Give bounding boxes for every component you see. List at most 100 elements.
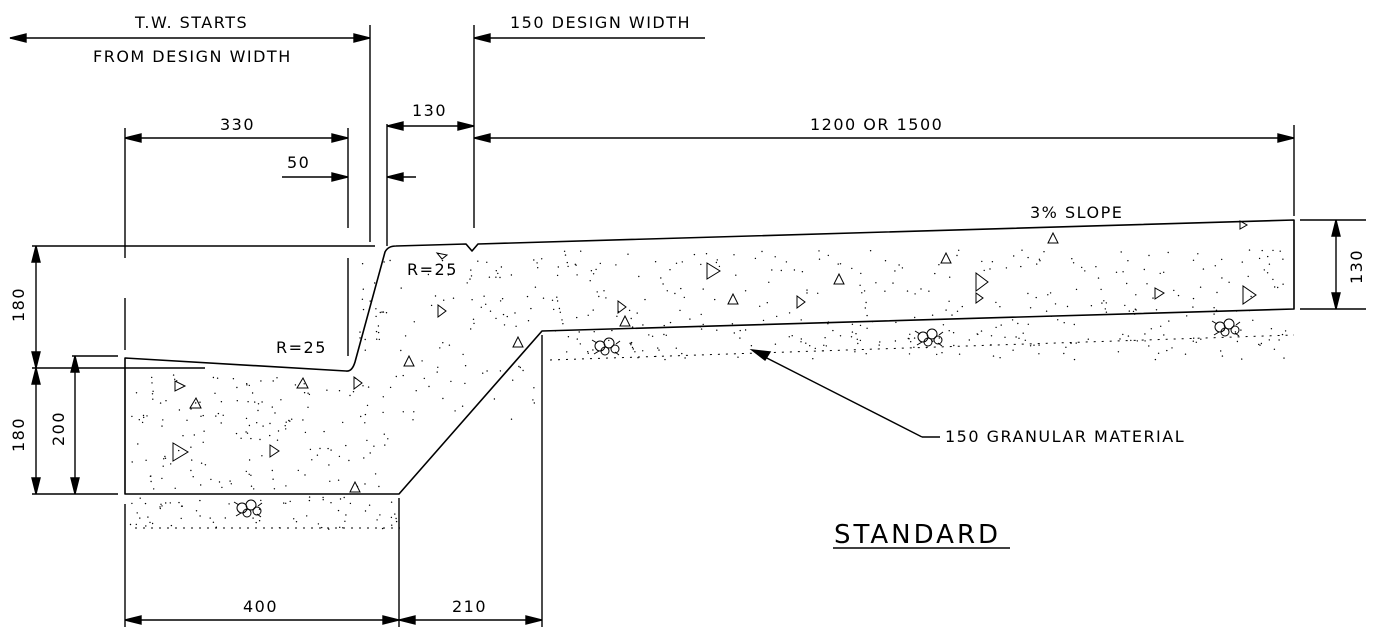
stipple-dot [551, 299, 554, 301]
stipple-dot [785, 261, 788, 263]
stipple-dot [1070, 342, 1072, 345]
stipple-dot [1193, 337, 1195, 339]
stipple-dot [851, 323, 854, 325]
stipple-dot [1146, 283, 1148, 285]
stipple-dot [303, 392, 306, 394]
stipple-dot [556, 300, 559, 302]
stipple-dot [1152, 297, 1154, 299]
stipple-dot [995, 301, 997, 304]
stipple-dot [143, 416, 145, 419]
stipple-dot [700, 263, 702, 266]
stipple-dot [394, 513, 396, 515]
stipple-dot [651, 335, 654, 337]
stipple-dot [1043, 251, 1045, 253]
stipple-dot [462, 353, 464, 356]
stipple-dot [258, 520, 261, 522]
stipple-dot [255, 521, 257, 524]
stipple-dot [1135, 294, 1137, 296]
stipple-dot [705, 253, 708, 255]
stipple-dot [289, 500, 291, 503]
stipple-dot [190, 446, 192, 448]
stipple-dot [689, 318, 691, 320]
stipple-dot [608, 339, 610, 342]
stipple-dot [1035, 296, 1037, 299]
stipple-dot [776, 315, 778, 318]
stipple-dot [483, 295, 485, 297]
stipple-dot [228, 503, 230, 505]
stipple-dot [587, 352, 589, 354]
stipple-dot [139, 517, 141, 519]
stipple-dot [202, 414, 204, 417]
stipple-dot [1013, 255, 1015, 257]
stipple-dot [169, 502, 171, 504]
stipple-dot [578, 331, 580, 333]
stipple-dot [245, 470, 247, 473]
dimension-130-top: 130 [412, 101, 447, 120]
stipple-dot [375, 308, 377, 310]
stipple-dot [991, 261, 994, 263]
stipple-dot [149, 521, 151, 524]
stipple-dot [1057, 319, 1059, 321]
stipple-dot [150, 480, 152, 483]
stipple-dot [323, 430, 325, 433]
tw-starts-line2: FROM DESIGN WIDTH [93, 47, 292, 66]
stipple-dot [338, 455, 341, 458]
stipple-dot [382, 411, 384, 414]
stipple-dot [1163, 271, 1165, 273]
stipple-dot [628, 309, 631, 312]
stipple-dot [257, 403, 260, 405]
stipple-dot [497, 272, 499, 275]
stipple-dot [869, 250, 872, 252]
stipple-dot [362, 308, 365, 311]
stipple-dot [138, 419, 140, 421]
stipple-dot [257, 409, 259, 412]
stipple-dot [562, 323, 564, 325]
stipple-dot [329, 480, 331, 482]
stipple-dot [359, 337, 361, 339]
stipple-dot [983, 269, 985, 272]
stipple-dot [1128, 310, 1131, 312]
stipple-dot [665, 334, 667, 336]
stipple-dot [1284, 330, 1287, 332]
stipple-dot [349, 394, 351, 397]
stipple-dot [558, 307, 561, 310]
stipple-dot [1171, 347, 1173, 349]
stipple-dot [273, 488, 276, 490]
stipple-dot [135, 523, 137, 526]
stipple-dot [295, 521, 298, 523]
stipple-dot [180, 505, 183, 507]
stipple-dot [311, 459, 313, 461]
stipple-dot [493, 398, 496, 400]
stipple-dot [884, 290, 886, 292]
stipple-dot [533, 387, 535, 389]
stipple-dot [452, 297, 455, 299]
stipple-dot [1021, 249, 1023, 251]
stipple-dot [864, 307, 866, 309]
stipple-dot [289, 420, 291, 422]
stipple-dot [131, 415, 133, 418]
stipple-dot [182, 435, 184, 437]
stipple-dot [364, 349, 366, 351]
stipple-dot [379, 514, 381, 516]
stipple-dot [999, 306, 1001, 308]
stipple-dot [272, 380, 274, 382]
stipple-dot [258, 508, 261, 510]
stipple-dot [1234, 331, 1237, 333]
stipple-dot [159, 506, 161, 508]
stipple-dot [236, 386, 238, 389]
stipple-dot [564, 254, 567, 256]
stipple-dot [402, 374, 404, 377]
dimension-200: 200 [49, 411, 68, 446]
stipple-dot [1168, 320, 1170, 322]
stipple-dot [1097, 277, 1100, 279]
stipple-dot [321, 526, 323, 529]
stipple-dot [202, 441, 204, 443]
stipple-dot [161, 477, 163, 480]
stipple-dot [953, 344, 955, 347]
stipple-dot [250, 485, 253, 487]
stipple-dot [348, 459, 350, 462]
stipple-dot [739, 337, 741, 339]
stipple-dot [212, 376, 215, 379]
stipple-dot [938, 337, 940, 339]
stipple-dot [865, 353, 867, 355]
